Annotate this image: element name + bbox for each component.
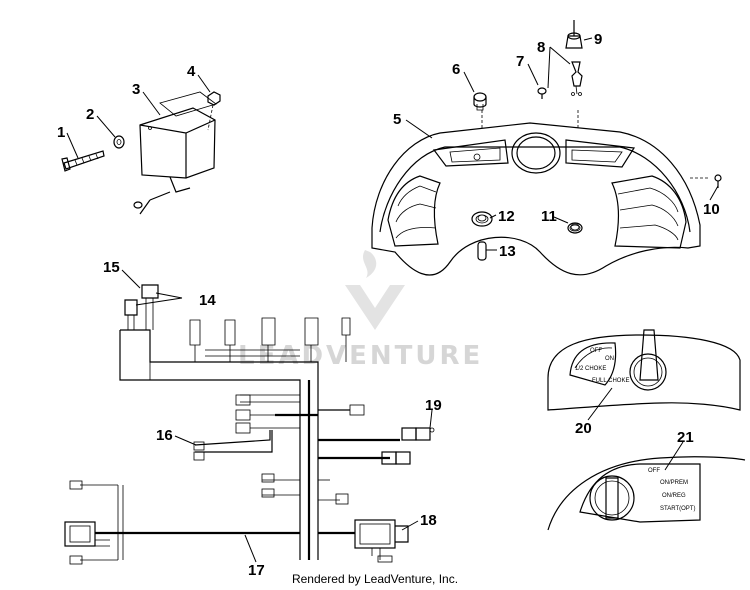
grommet-part xyxy=(473,92,487,111)
switch-20-full-choke-label: FULL CHOKE xyxy=(592,378,629,384)
regulator-assembly xyxy=(61,91,221,215)
callout-16: 16 xyxy=(156,427,173,444)
callout-11: 11 xyxy=(541,208,557,225)
screw-part xyxy=(537,87,547,99)
plug-part xyxy=(567,222,583,234)
callout-17: 17 xyxy=(248,562,265,579)
branch-upper-right xyxy=(275,404,365,417)
bolt-part xyxy=(61,150,105,172)
callout-18: 18 xyxy=(420,512,437,529)
callout-15: 15 xyxy=(103,259,120,276)
callout-9: 9 xyxy=(594,31,602,48)
callout-13: 13 xyxy=(499,243,516,260)
ignition-switch-20: OFF ON 1/2 CHOKE FULL CHOKE xyxy=(547,329,741,411)
watermark: LEADVENTURE xyxy=(238,250,480,371)
switch-21-off-label: OFF xyxy=(648,468,660,474)
branch-19 xyxy=(318,427,435,465)
connector-set-top xyxy=(189,317,351,362)
callout-5: 5 xyxy=(393,111,401,128)
callout-12: 12 xyxy=(498,208,515,225)
callout-19: 19 xyxy=(425,397,442,414)
callout-20: 20 xyxy=(575,420,592,437)
washer-part xyxy=(113,135,125,149)
callout-7: 7 xyxy=(516,53,524,70)
switch-21-on-reg-label: ON/REG xyxy=(662,493,686,499)
callout-21: 21 xyxy=(677,429,694,446)
switch-20-on-label: ON xyxy=(605,356,614,362)
callout-10: 10 xyxy=(703,201,720,218)
branch-lower xyxy=(261,473,349,505)
callout-8: 8 xyxy=(537,39,545,56)
leader-lines xyxy=(66,37,719,563)
wiring-harness-part xyxy=(64,284,435,565)
ignition-switch-21: OFF ON/PREM ON/REG START(OPT) xyxy=(547,456,746,531)
callout-3: 3 xyxy=(132,81,140,98)
bundle-17 xyxy=(64,480,300,565)
callout-2: 2 xyxy=(86,106,94,123)
branch-16 xyxy=(193,394,300,461)
nut-part xyxy=(207,91,221,106)
connector-14-15 xyxy=(124,284,159,330)
callout-1: 1 xyxy=(57,124,65,141)
callout-labels: 1 2 3 4 5 6 7 8 9 10 11 12 13 14 15 16 1… xyxy=(57,31,720,579)
connector-18 xyxy=(318,519,409,563)
clip-part xyxy=(571,61,583,96)
render-credit: Rendered by LeadVenture, Inc. xyxy=(291,572,459,586)
voltage-regulator-part xyxy=(133,91,217,215)
callout-6: 6 xyxy=(452,61,460,78)
switch-20-off-label: OFF xyxy=(590,348,602,354)
dashboard-console-part xyxy=(371,110,710,276)
bulb-part xyxy=(565,20,583,49)
switch-20-choke-label: 1/2 CHOKE xyxy=(575,366,606,372)
large-grommet-part xyxy=(471,211,493,227)
callout-4: 4 xyxy=(187,63,196,80)
switch-21-run-label: ON/PREM xyxy=(660,480,688,486)
switch-21-start-label: START(OPT) xyxy=(660,506,695,512)
pin-part xyxy=(477,241,487,261)
callout-14: 14 xyxy=(199,292,216,309)
